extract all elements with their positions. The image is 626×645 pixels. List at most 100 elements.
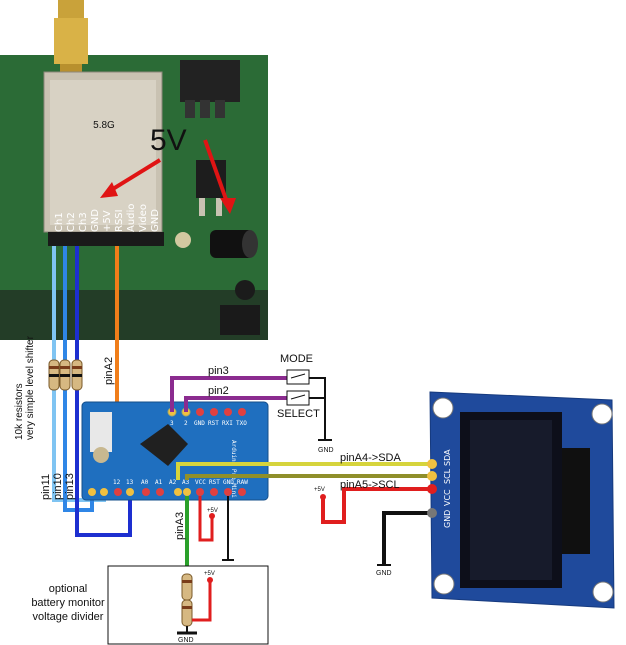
resistor-band xyxy=(60,374,70,377)
pin-label-5v: +5V xyxy=(102,210,113,232)
button-wires xyxy=(170,376,326,440)
label-gnd-oled: GND xyxy=(376,570,392,577)
vcc-dot-arduino xyxy=(209,513,215,519)
atmega-chip xyxy=(140,424,188,466)
crystal xyxy=(220,305,260,335)
module-text: 5.8G xyxy=(93,120,115,131)
pin-label-gnd: GND xyxy=(90,209,101,232)
pin-12 xyxy=(114,488,122,496)
pin-label-audio: Audio xyxy=(126,204,137,232)
oled-pin-scl xyxy=(427,471,437,481)
wire-oled-vcc xyxy=(321,487,430,524)
arrow-5v-left xyxy=(106,158,162,194)
divider-resistor-top xyxy=(181,573,193,601)
vcc-dot xyxy=(320,494,326,500)
pin-label-rssi: RSSI xyxy=(114,209,125,232)
label-pin13: pin13 xyxy=(64,473,76,500)
label-scl: pinA5->SCL xyxy=(340,479,400,491)
reset-button-cap xyxy=(93,447,109,463)
label-pina2: pinA2 xyxy=(103,357,115,385)
top-pin-label-txo: TXO xyxy=(236,420,247,427)
arduino-power-wires xyxy=(198,496,229,560)
button-select[interactable]: SELECT xyxy=(277,390,320,420)
receiver-pin-header xyxy=(48,232,164,246)
annotation-5v: 5V xyxy=(150,124,187,157)
connector-pin xyxy=(215,100,225,118)
pin-10 xyxy=(100,488,108,496)
capacitor xyxy=(210,230,254,258)
button-mode[interactable]: MODE xyxy=(280,353,313,385)
label-pina3: pinA3 xyxy=(174,512,186,540)
pin-label-gnd-top: GND xyxy=(150,209,161,232)
mount-hole xyxy=(432,397,454,419)
resistor-band xyxy=(72,374,82,377)
battery-monitor-box: optional battery monitor voltage divider… xyxy=(31,565,269,645)
connector-pin xyxy=(200,100,210,118)
label-gnd-divider: GND xyxy=(178,637,194,644)
bottom-pin-label-rst: RST xyxy=(209,479,220,486)
label-5v-divider: +5V xyxy=(204,571,215,577)
connector-pin xyxy=(185,100,195,118)
capacitor-end xyxy=(242,230,258,258)
label-pin11: pin11 xyxy=(40,474,52,500)
wire-sda xyxy=(176,462,430,480)
pin-a1 xyxy=(156,488,164,496)
top-pin-label-rst: RST xyxy=(208,420,219,427)
bottom-pin-label-a2: A2 xyxy=(169,479,177,486)
top-pin-label-gnd: GND xyxy=(194,420,205,427)
arduino-pro-mini: Arduino Pro Mini 3 2 GND RST RXI TXO xyxy=(81,401,269,501)
label-pin2: pin2 xyxy=(208,385,229,397)
pin-label-ch2: Ch2 xyxy=(66,212,77,232)
button-select-body[interactable] xyxy=(286,390,310,406)
pin-13 xyxy=(126,488,134,496)
button-mode-body[interactable] xyxy=(286,369,310,385)
pin-11 xyxy=(88,488,96,496)
resistor-band xyxy=(49,374,59,377)
voltage-regulator xyxy=(196,160,226,198)
arduino-board-text: Arduino Pro Mini xyxy=(230,440,237,498)
resistor-band xyxy=(182,606,192,609)
arrow-5v-right xyxy=(203,139,230,206)
label-5v-oled: +5V xyxy=(314,487,325,493)
vcc-dot-divider xyxy=(207,577,213,583)
reset-button xyxy=(90,412,112,452)
label-pina3-group: pinA3 xyxy=(174,512,186,540)
wire-buttons-gnd xyxy=(308,377,326,440)
oled-display: GND VCC SCL SDA xyxy=(427,391,615,609)
wire-pin2 xyxy=(184,396,287,412)
pin-a2 xyxy=(174,488,182,496)
label-pin3: pin3 xyxy=(208,365,229,377)
switch-icon xyxy=(290,373,306,379)
antenna-connector-icon xyxy=(58,0,84,18)
oled-pin-vcc xyxy=(427,484,437,494)
pin-txo xyxy=(238,408,246,416)
label-pin11-group: pin11 xyxy=(40,474,52,500)
battery-box-line2: battery monitor xyxy=(31,597,105,609)
mount-hole xyxy=(592,581,614,603)
resistors-note-line2: very simple level shifter xyxy=(25,335,36,440)
label-pina2-group: pinA2 xyxy=(103,357,115,385)
inductor xyxy=(235,280,255,300)
pin-rst-bottom xyxy=(210,488,218,496)
pin-gnd-bottom xyxy=(224,488,232,496)
label-sda: pinA4->SDA xyxy=(340,452,402,464)
wire-pin3 xyxy=(170,376,287,412)
oled-pin-label-scl: SCL xyxy=(443,468,452,484)
mount-hole xyxy=(591,403,613,425)
wire-divider-vcc xyxy=(192,582,212,622)
arduino-bottom-pins: 12 13 A0 A1 A2 A3 VCC RST GND RAW xyxy=(88,479,248,496)
wire-scl xyxy=(185,474,430,480)
bottom-pin-label-vcc: VCC xyxy=(195,479,206,486)
oled-pin-sda xyxy=(427,459,437,469)
bottom-pin-label-a0: A0 xyxy=(141,479,149,486)
pin-gnd xyxy=(196,408,204,416)
wire-arduino-vcc xyxy=(198,496,214,542)
resistor-band xyxy=(72,366,82,369)
i2c-wires xyxy=(176,462,430,565)
pin-a0 xyxy=(142,488,150,496)
pin-a3 xyxy=(183,488,191,496)
pin-rxi xyxy=(224,408,232,416)
resistor-band xyxy=(182,580,192,583)
antenna-threads xyxy=(54,18,88,64)
top-pin-label-2: 2 xyxy=(184,420,188,427)
